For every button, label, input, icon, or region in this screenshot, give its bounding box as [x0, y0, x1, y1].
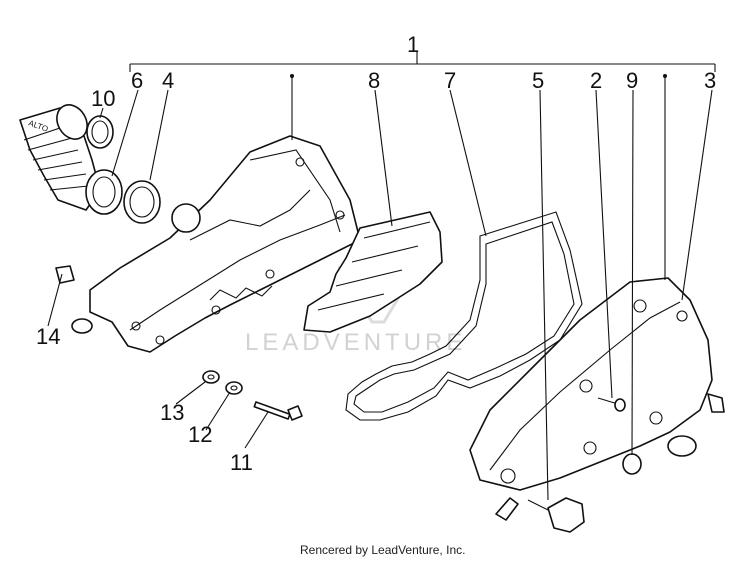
knob-screw-5	[527, 497, 585, 533]
gasket	[345, 211, 583, 421]
callout-3: 3	[704, 68, 716, 93]
callout-11: 11	[230, 450, 253, 475]
washer-12	[225, 381, 243, 395]
callout-labels: 1 2 3 4 5 6 7 8 9 10 11 12 13 14	[36, 32, 716, 475]
callout-1: 1	[407, 32, 419, 57]
intake-hose: ALTO	[19, 104, 101, 211]
leader-lines	[47, 74, 713, 501]
callout-4: 4	[162, 68, 174, 93]
credit-text: Rencered by LeadVenture, Inc.	[300, 543, 465, 557]
callout-13: 13	[160, 400, 184, 425]
washer-13	[202, 370, 220, 384]
callout-9: 9	[626, 68, 638, 93]
sleeve-6	[85, 169, 123, 215]
hose-clamp-10	[86, 115, 114, 149]
filter-cover	[469, 277, 725, 521]
callout-10: 10	[91, 86, 115, 111]
watermark: LEADVENTURE	[245, 266, 466, 356]
callout-14: 14	[36, 324, 60, 349]
screw-11	[253, 401, 303, 421]
watermark-text: LEADVENTURE	[245, 329, 466, 356]
callout-7: 7	[444, 68, 456, 93]
bush-9	[622, 453, 642, 475]
screw-2	[597, 397, 626, 412]
filter-element	[303, 211, 443, 333]
callout-5: 5	[532, 68, 544, 93]
hose-clamp-4	[123, 180, 161, 224]
callout-6: 6	[131, 68, 143, 93]
callout-8: 8	[368, 68, 380, 93]
callout-2: 2	[590, 68, 602, 93]
clip-14	[55, 265, 75, 284]
filter-housing	[71, 135, 361, 353]
callout-12: 12	[188, 422, 212, 447]
assembly-bracket	[129, 52, 716, 72]
